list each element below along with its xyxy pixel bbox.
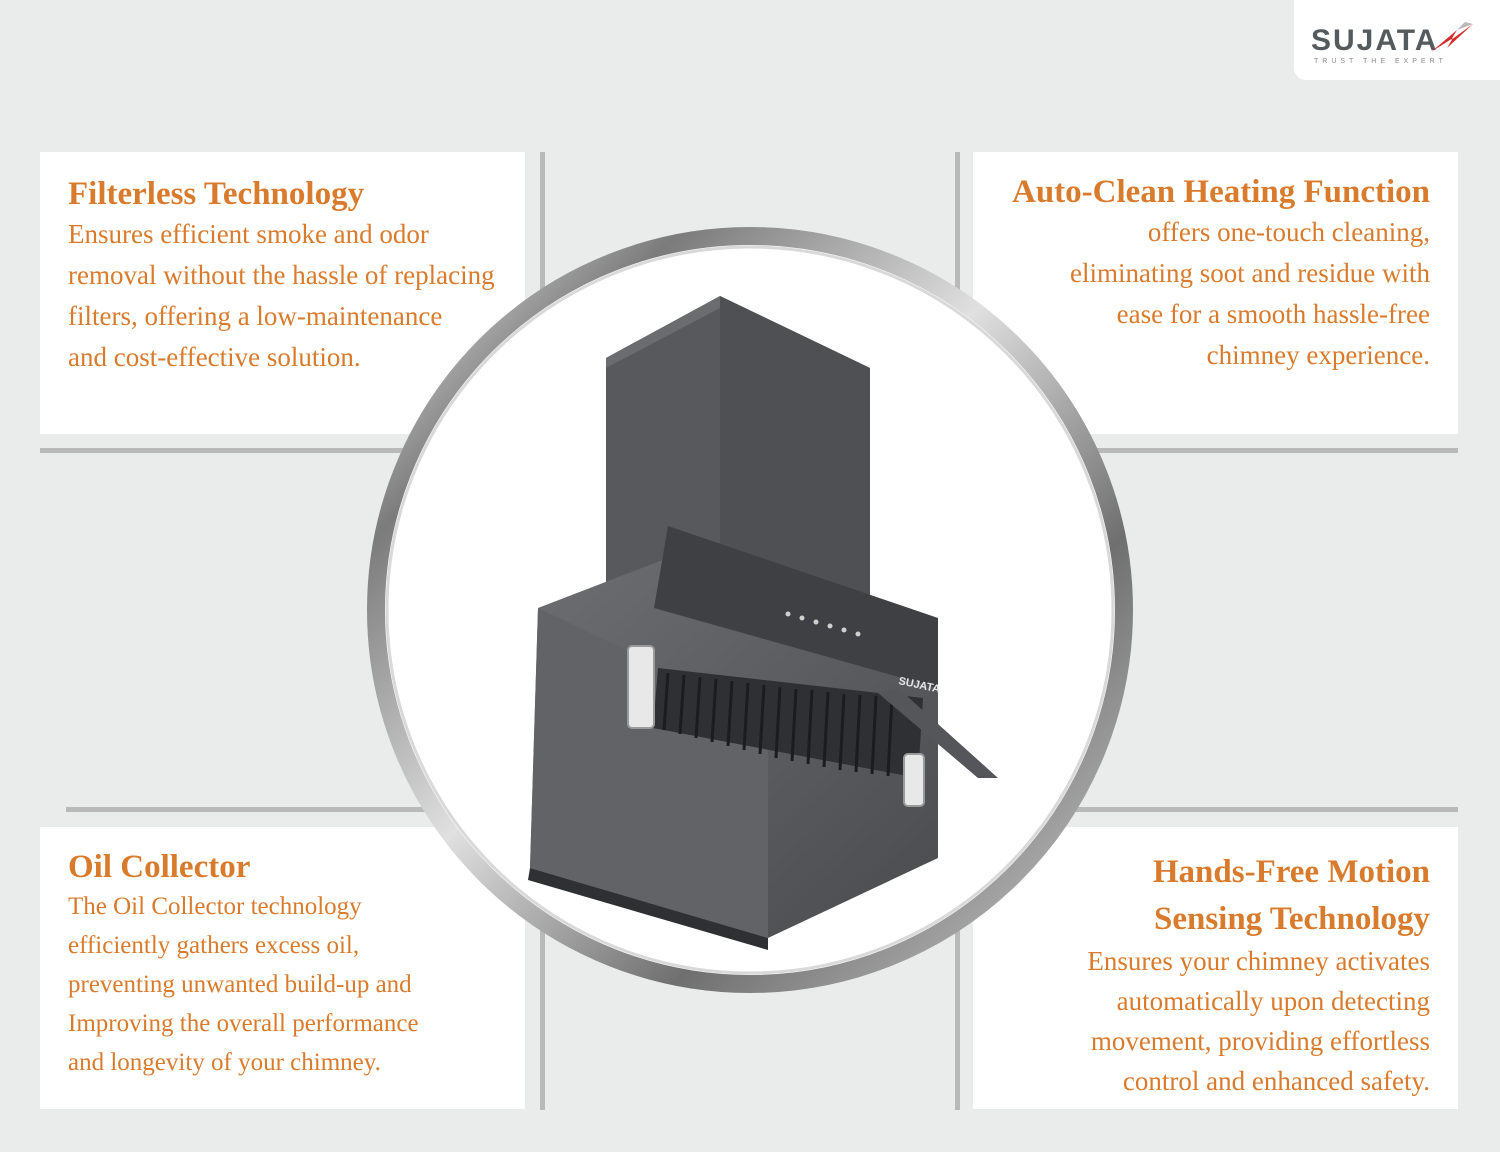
product-ring: SUJATA — [367, 227, 1133, 993]
brand-star-icon — [1431, 22, 1473, 52]
brand-name: SUJATA — [1311, 24, 1439, 57]
feature-title: Auto-Clean Heating Function — [1011, 174, 1430, 210]
feature-description: offers one-touch cleaning, eliminating s… — [1070, 217, 1430, 370]
frame-line — [955, 448, 1458, 453]
feature-description: The Oil Collector technology efficiently… — [68, 893, 419, 1076]
feature-card-motion-sensing: Hands-Free Motion Sensing Technology Ens… — [973, 827, 1458, 1109]
frame-line — [40, 448, 545, 453]
frame-line — [66, 807, 545, 812]
frame-line — [540, 807, 545, 1110]
feature-title-line1: Hands-Free Motion — [1152, 854, 1430, 890]
feature-card-oil-collector: Oil Collector The Oil Collector technolo… — [40, 827, 525, 1109]
brand-logo: SUJATA TRUST THE EXPERT — [1294, 0, 1500, 80]
feature-title: Oil Collector — [68, 849, 251, 885]
feature-description: Ensures your chimney activates automatic… — [1087, 946, 1430, 1096]
brand-tagline: TRUST THE EXPERT — [1314, 58, 1447, 65]
kitchen-chimney-hood-image — [528, 296, 998, 950]
frame-line — [955, 807, 960, 1110]
feature-description: Ensures efficient smoke and odor removal… — [68, 219, 495, 372]
feature-title-line2: Sensing Technology — [1153, 901, 1430, 937]
feature-title: Filterless Technology — [68, 176, 365, 212]
frame-line — [955, 807, 1458, 812]
